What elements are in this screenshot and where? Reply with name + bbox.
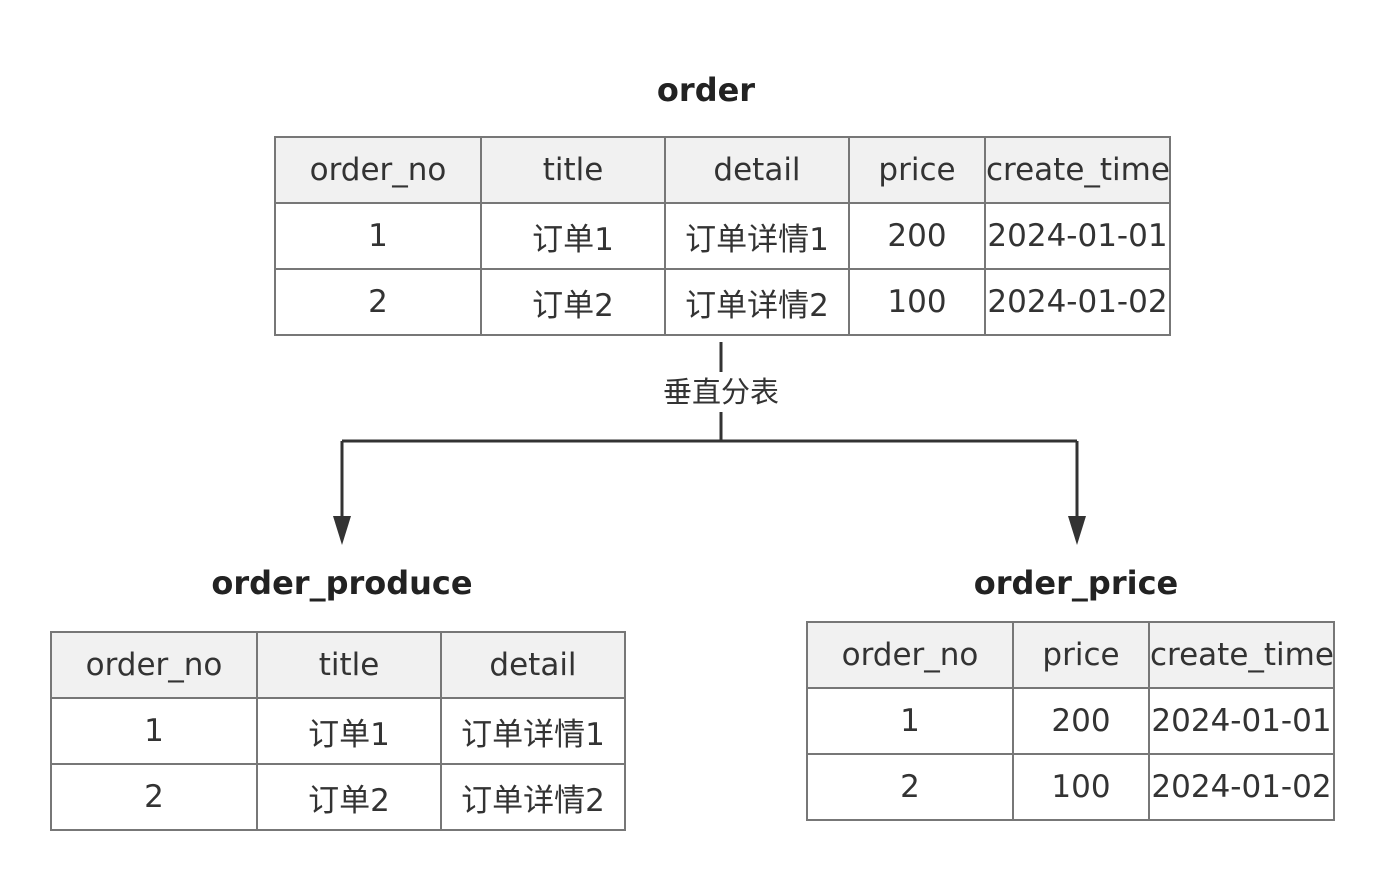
- right-table-title: order_price: [973, 564, 1179, 602]
- table-cell: 2024-01-02: [1148, 753, 1335, 821]
- table-cell: 1: [274, 202, 482, 270]
- table-cell: 1: [50, 697, 258, 765]
- table-row: 2 订单2 订单详情2: [50, 763, 626, 831]
- table-row: 2 100 2024-01-02: [806, 753, 1335, 821]
- table-cell: 订单详情1: [440, 697, 626, 765]
- left-table: order_no title detail 1 订单1 订单详情1 2 订单2 …: [50, 631, 626, 831]
- table-cell: 200: [1012, 687, 1150, 755]
- table-header-row: order_no title detail price create_time: [274, 136, 1171, 204]
- table-cell: 2024-01-02: [984, 268, 1171, 336]
- table-cell: 2: [50, 763, 258, 831]
- column-header: order_no: [50, 631, 258, 699]
- table-cell: 订单详情1: [664, 202, 850, 270]
- table-cell: 订单1: [480, 202, 666, 270]
- table-row: 1 200 2024-01-01: [806, 687, 1335, 755]
- table-cell: 订单2: [480, 268, 666, 336]
- table-header-row: order_no price create_time: [806, 621, 1335, 689]
- table-cell: 订单2: [256, 763, 442, 831]
- column-header: create_time: [984, 136, 1171, 204]
- column-header: create_time: [1148, 621, 1335, 689]
- arrow-right-icon: [1068, 516, 1086, 545]
- source-table-title: order: [656, 71, 756, 109]
- arrow-left-icon: [333, 516, 351, 545]
- column-header: order_no: [806, 621, 1014, 689]
- table-cell: 2: [806, 753, 1014, 821]
- left-table-title: order_produce: [211, 564, 473, 602]
- column-header: title: [256, 631, 442, 699]
- table-cell: 200: [848, 202, 986, 270]
- source-table: order_no title detail price create_time …: [274, 136, 1171, 336]
- table-cell: 2024-01-01: [1148, 687, 1335, 755]
- column-header: price: [848, 136, 986, 204]
- column-header: title: [480, 136, 666, 204]
- table-cell: 订单1: [256, 697, 442, 765]
- table-cell: 100: [1012, 753, 1150, 821]
- table-row: 1 订单1 订单详情1: [50, 697, 626, 765]
- table-header-row: order_no title detail: [50, 631, 626, 699]
- column-header: price: [1012, 621, 1150, 689]
- table-row: 1 订单1 订单详情1 200 2024-01-01: [274, 202, 1171, 270]
- table-cell: 1: [806, 687, 1014, 755]
- table-cell: 100: [848, 268, 986, 336]
- column-header: detail: [440, 631, 626, 699]
- table-cell: 订单详情2: [440, 763, 626, 831]
- column-header: order_no: [274, 136, 482, 204]
- table-cell: 订单详情2: [664, 268, 850, 336]
- table-cell: 2: [274, 268, 482, 336]
- table-cell: 2024-01-01: [984, 202, 1171, 270]
- table-row: 2 订单2 订单详情2 100 2024-01-02: [274, 268, 1171, 336]
- split-label: 垂直分表: [650, 372, 792, 412]
- right-table: order_no price create_time 1 200 2024-01…: [806, 621, 1335, 821]
- column-header: detail: [664, 136, 850, 204]
